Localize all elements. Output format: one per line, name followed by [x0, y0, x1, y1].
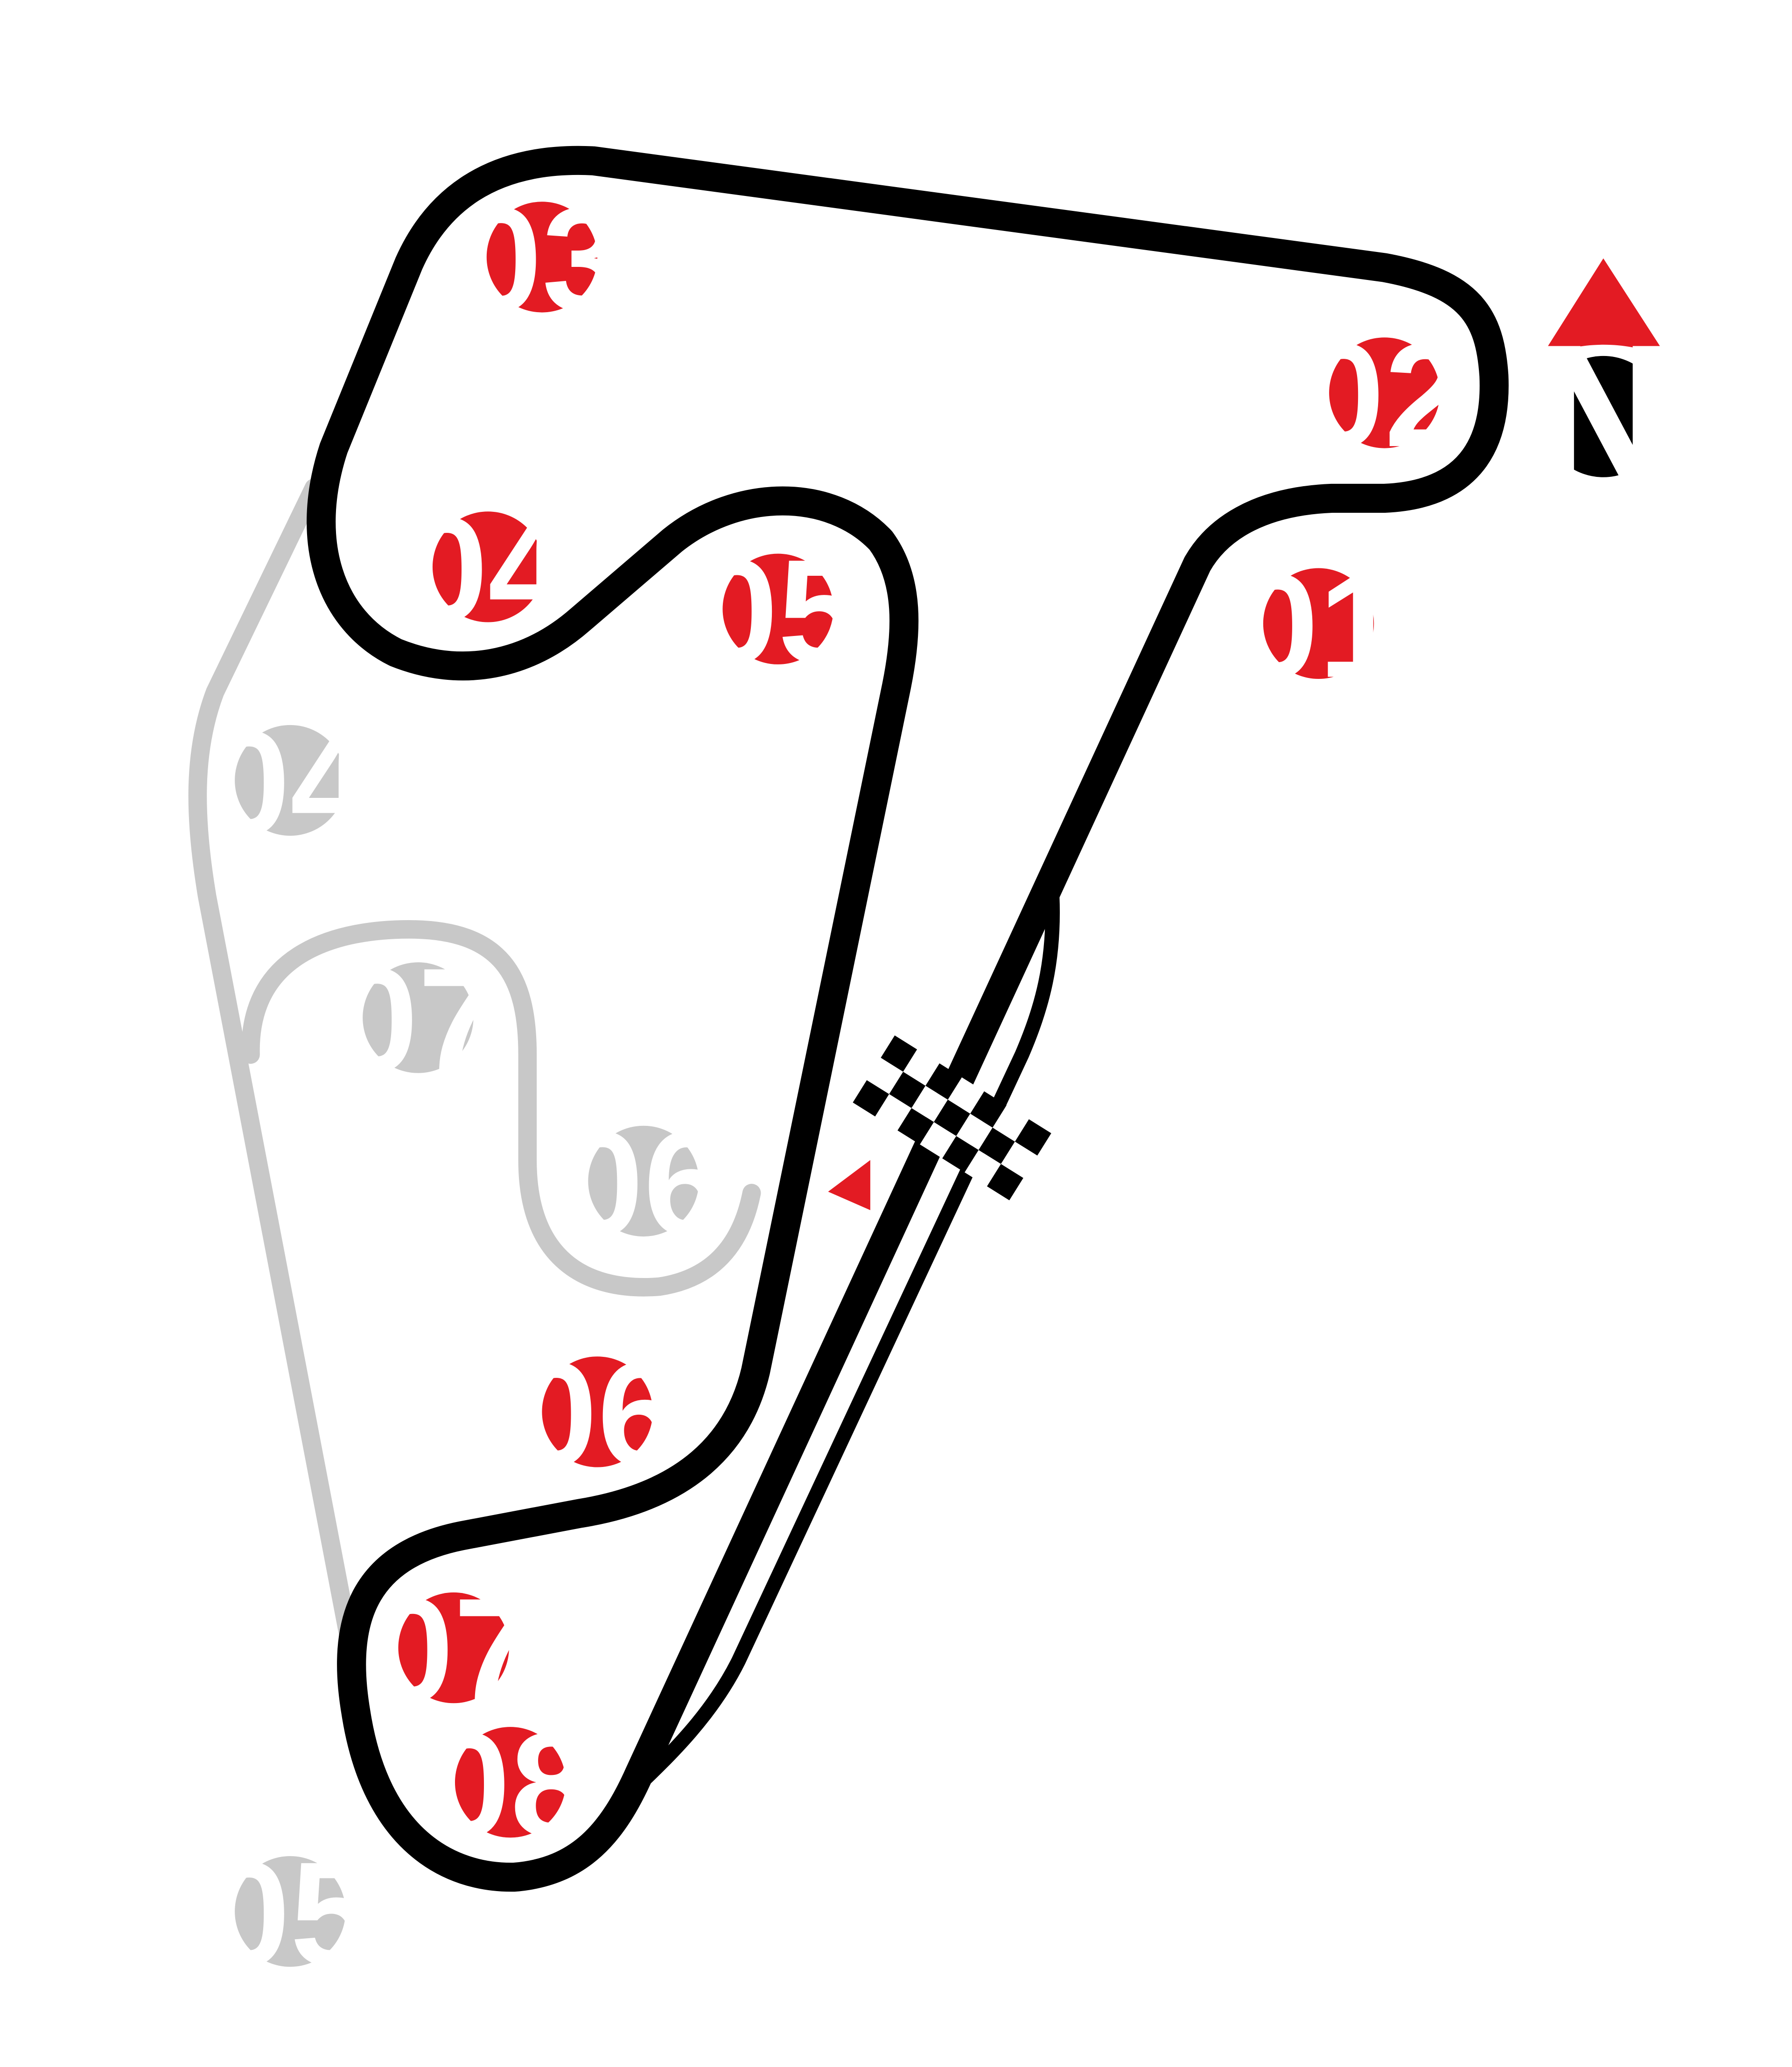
- svg-text:07: 07: [371, 1568, 536, 1733]
- turn-marker: 01: [1237, 544, 1401, 708]
- turn-marker: 07: [371, 1568, 536, 1733]
- svg-text:01: 01: [1237, 544, 1401, 708]
- pit-lane: [623, 889, 1060, 1800]
- main-track: [307, 146, 1509, 1892]
- alt-turn-marker: 07: [336, 938, 500, 1103]
- svg-text:05: 05: [696, 529, 860, 694]
- alternate-turn-markers: 04 05 06 07: [208, 701, 726, 1997]
- svg-text:05: 05: [208, 1832, 372, 1997]
- svg-text:03: 03: [460, 177, 624, 342]
- alt-turn-marker: 05: [208, 1832, 372, 1997]
- turn-marker: 05: [696, 529, 860, 694]
- svg-text:08: 08: [428, 1703, 593, 1867]
- north-compass: N: [1520, 258, 1686, 537]
- svg-text:06: 06: [561, 1102, 726, 1266]
- alternate-circuit-layout: [188, 478, 761, 1651]
- north-badge: [1542, 356, 1664, 477]
- svg-text:02: 02: [1302, 313, 1467, 478]
- svg-text:04: 04: [406, 487, 571, 652]
- svg-text:06: 06: [515, 1332, 679, 1497]
- main-circuit-layout: [307, 146, 1509, 1892]
- svg-text:07: 07: [336, 938, 500, 1103]
- turn-marker: 02: [1302, 313, 1467, 478]
- svg-text:04: 04: [208, 701, 373, 866]
- alt-turn-marker: 04: [208, 701, 373, 866]
- alternate-track-infield: [241, 920, 761, 1297]
- alternate-track-outer: [188, 478, 359, 1651]
- direction-arrow-icon: [828, 1160, 870, 1210]
- checkered-flag-icon: [853, 1035, 1051, 1201]
- turn-marker: 04: [406, 487, 571, 652]
- north-label: N: [1520, 307, 1686, 537]
- turn-marker: 08: [428, 1703, 593, 1867]
- alt-turn-marker: 06: [561, 1102, 726, 1266]
- main-turn-markers: 01 02 03 04 05 06 07 08: [371, 177, 1467, 1867]
- turn-marker: 06: [515, 1332, 679, 1497]
- turn-marker: 03: [460, 177, 624, 342]
- north-arrow-icon: [1540, 258, 1668, 359]
